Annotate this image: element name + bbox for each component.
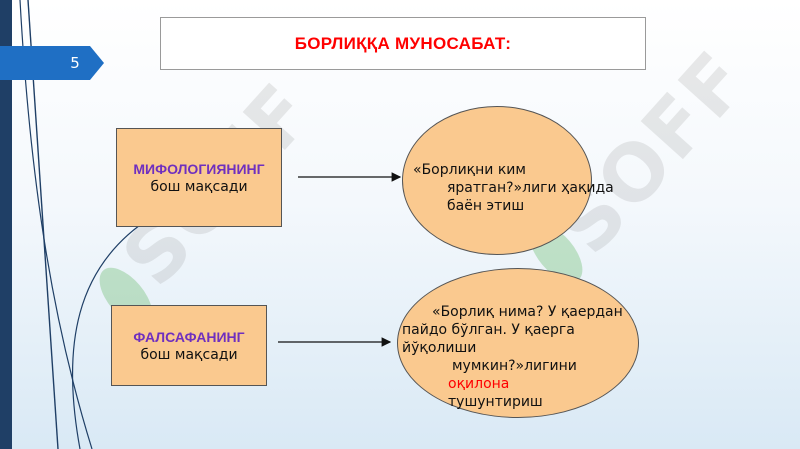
ellipse-text-line: тушунтириш [448,394,543,410]
ellipse-text-line: «Борлиқни ким [413,162,526,178]
slide-number-badge [0,46,104,80]
slide-number: 5 [70,54,80,72]
mythology-heading: МИФОЛОГИЯНИНГ [133,160,265,177]
mythology-subtitle: бош мақсади [150,178,248,195]
mythology-ellipse: «Борлиқни ким яратган?»лиги ҳақида баён … [402,106,614,255]
slide-title: БОРЛИҚҚА МУНОСАБАТ: [294,33,512,53]
ellipse-text-line: йўқолиши [402,340,477,356]
ellipse-text-line: пайдо бўлган. У қаерга [402,322,575,338]
philosophy-subtitle: бош мақсади [140,346,238,363]
left-band [0,0,12,449]
ellipse-text-line: мумкин?»лигини [452,358,577,374]
title-box: БОРЛИҚҚА МУНОСАБАТ: [160,17,646,70]
ellipse-text-line: баён этиш [447,198,525,214]
ellipse-text-line: «Борлиқ нима? У қаердан [432,304,623,320]
philosophy-heading: ФАЛСАФАНИНГ [133,328,245,345]
mythology-box: МИФОЛОГИЯНИНГ бош мақсади [116,128,282,227]
philosophy-ellipse: «Борлиқ нима? У қаердан пайдо бўлган. У … [397,268,639,418]
ellipse-highlight-word: оқилона [448,376,510,392]
ellipse-text-line: яратган?»лиги ҳақида [447,180,614,196]
philosophy-box: ФАЛСАФАНИНГ бош мақсади [111,305,267,386]
